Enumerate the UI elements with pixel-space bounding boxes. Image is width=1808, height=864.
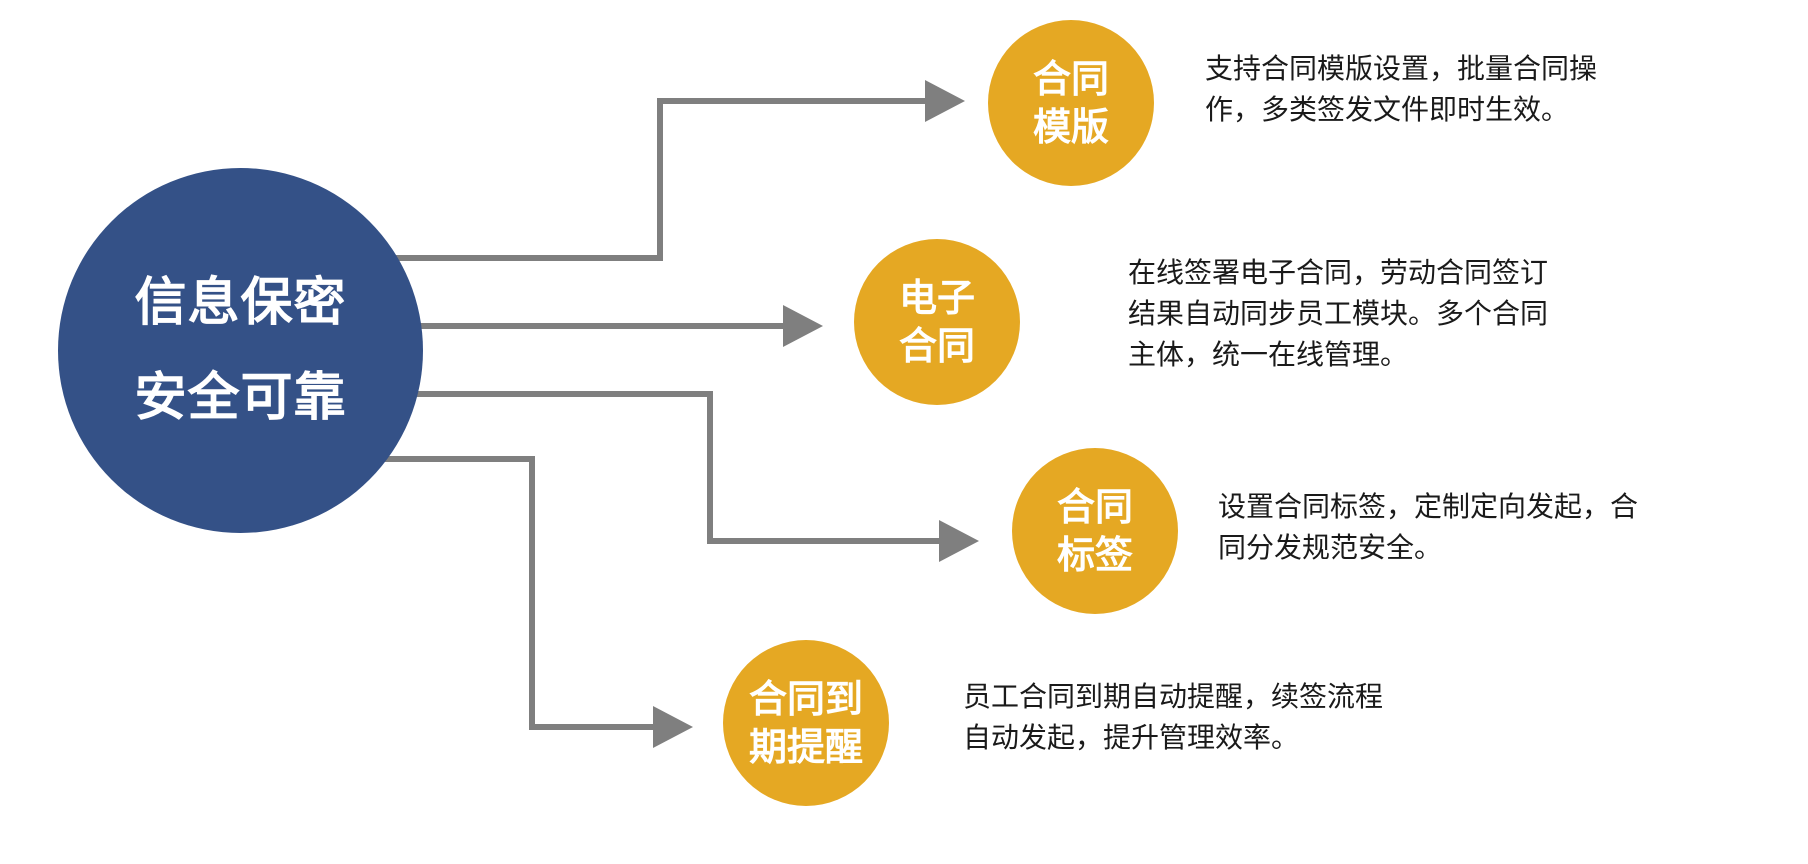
description-line: 结果自动同步员工模块。多个合同 — [1128, 297, 1549, 330]
connector-4 — [380, 456, 658, 730]
arrowhead-4 — [653, 706, 693, 748]
feature-description-e-contract: 在线签署电子合同，劳动合同签订 结果自动同步员工模块。多个合同 主体，统一在线管… — [1128, 252, 1548, 375]
description-line: 同分发规范安全。 — [1218, 531, 1443, 564]
connector-1 — [395, 98, 930, 261]
feature-circle-line: 合同 — [898, 324, 975, 368]
feature-circle-contract-template: 合同 模版 — [988, 20, 1154, 186]
feature-description-expiry-reminder: 员工合同到期自动提醒，续签流程 自动发起，提升管理效率。 — [963, 676, 1383, 758]
feature-circle-contract-tags: 合同 标签 — [1012, 448, 1178, 614]
description-line: 作，多类签发文件即时生效。 — [1205, 93, 1570, 126]
hub-line-2: 安全可靠 — [134, 367, 347, 428]
arrowhead-1 — [925, 80, 965, 122]
description-line: 自动发起，提升管理效率。 — [963, 721, 1300, 754]
arrowhead-3 — [939, 520, 979, 562]
connector-3 — [410, 391, 944, 544]
feature-circle-e-contract: 电子 合同 — [854, 239, 1020, 405]
feature-circle-line: 模版 — [1032, 105, 1109, 149]
arrowhead-2 — [783, 305, 823, 347]
description-line: 设置合同标签，定制定向发起，合 — [1218, 490, 1639, 523]
feature-description-contract-tags: 设置合同标签，定制定向发起，合 同分发规范安全。 — [1218, 486, 1638, 568]
feature-circle-line: 合同 — [1032, 57, 1109, 101]
feature-circle-line: 合同 — [1056, 485, 1133, 529]
description-line: 主体，统一在线管理。 — [1128, 338, 1409, 371]
feature-circle-line: 标签 — [1056, 533, 1133, 577]
description-line: 支持合同模版设置，批量合同操 — [1205, 52, 1598, 85]
description-line: 在线签署电子合同，劳动合同签订 — [1128, 256, 1549, 289]
hub-line-1: 信息保密 — [134, 272, 347, 333]
description-line: 员工合同到期自动提醒，续签流程 — [963, 680, 1384, 713]
feature-description-contract-template: 支持合同模版设置，批量合同操 作，多类签发文件即时生效。 — [1205, 48, 1597, 130]
feature-circle-line: 电子 — [898, 276, 975, 320]
feature-circle-expiry-reminder: 合同到 期提醒 — [723, 640, 889, 806]
feature-circle-line: 合同到 — [748, 677, 863, 721]
feature-circle-line: 期提醒 — [748, 725, 863, 769]
hub-circle: 信息保密 安全可靠 — [58, 168, 423, 533]
